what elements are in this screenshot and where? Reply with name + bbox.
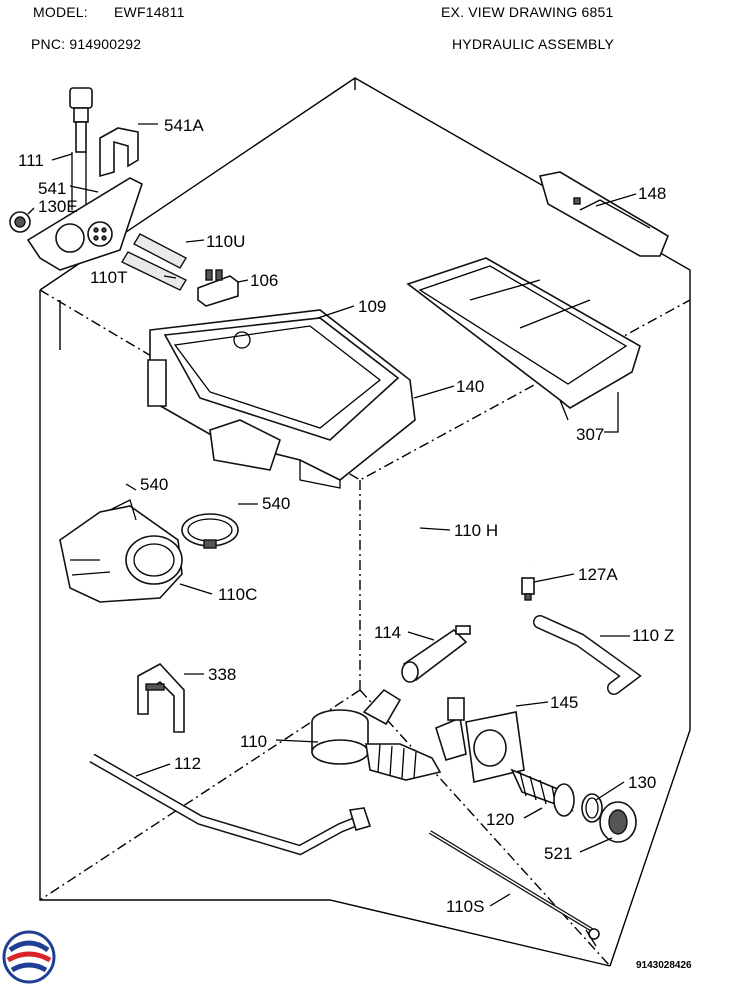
label-111: 111 <box>18 151 44 170</box>
label-130e: 130E <box>38 197 78 216</box>
part-521-filter-cap <box>599 801 637 843</box>
diagram-code: 9143028426 <box>636 960 692 971</box>
part-130e-grommet <box>9 211 31 233</box>
label-110z: 110 Z <box>632 626 674 645</box>
pnc-number: PNC: 914900292 <box>31 36 142 52</box>
label-110t: 110T <box>90 268 128 287</box>
drawing-title: EX. VIEW DRAWING 6851 <box>441 4 614 20</box>
part-130-o-ring <box>581 793 603 823</box>
part-111-inlet-hose <box>69 87 93 210</box>
part-338-hose-guide <box>137 662 185 733</box>
label-110: 110 <box>240 732 267 751</box>
label-130: 130 <box>628 773 656 792</box>
model-label: MODEL: <box>33 4 88 20</box>
label-110u: 110U <box>206 232 245 251</box>
part-145-drain-pump <box>435 697 525 783</box>
part-541-plate <box>26 177 143 271</box>
label-521: 521 <box>544 844 572 863</box>
label-110s: 110S <box>446 897 484 916</box>
label-540-clamp: 540 <box>262 494 290 513</box>
label-540-bellows: 540 <box>140 475 168 494</box>
part-112-drain-hose <box>89 753 372 856</box>
part-110z-hose <box>533 615 642 695</box>
label-109: 109 <box>358 297 386 316</box>
part-110u-tube <box>133 233 187 269</box>
label-307: 307 <box>576 425 604 444</box>
part-120-filter <box>510 768 575 817</box>
leader-lines <box>27 123 637 907</box>
part-114-pressure-sensor <box>401 625 471 683</box>
label-112: 112 <box>174 754 201 773</box>
part-307-detergent-drawer <box>406 257 641 421</box>
label-106: 106 <box>250 271 278 290</box>
part-148-drawer-handle <box>538 171 669 257</box>
part-110h-hose <box>408 456 548 601</box>
brand-logo-icon <box>2 930 56 984</box>
part-109-140-dispenser-housing <box>147 309 416 489</box>
part-541a-bracket <box>99 127 139 178</box>
label-145: 145 <box>550 693 578 712</box>
label-110c: 110C <box>218 585 257 604</box>
part-127a-valve <box>521 577 535 601</box>
label-541: 541 <box>38 179 66 198</box>
label-110h: 110 H <box>454 521 498 540</box>
part-110t-tube <box>121 251 187 291</box>
part-540-hose-clamp <box>181 513 239 549</box>
label-127a: 127A <box>578 565 618 584</box>
part-110c-bellows <box>59 499 183 603</box>
label-541a: 541A <box>164 116 204 135</box>
part-110s-rod <box>428 830 600 947</box>
label-338: 338 <box>208 665 236 684</box>
label-148: 148 <box>638 184 666 203</box>
part-110-sump-bellows <box>311 688 442 781</box>
section-title: HYDRAULIC ASSEMBLY <box>452 36 615 52</box>
part-106-connector <box>197 269 239 307</box>
label-140: 140 <box>456 377 484 396</box>
model-value: EWF14811 <box>114 4 185 20</box>
label-114: 114 <box>374 623 401 642</box>
label-120: 120 <box>486 810 514 829</box>
